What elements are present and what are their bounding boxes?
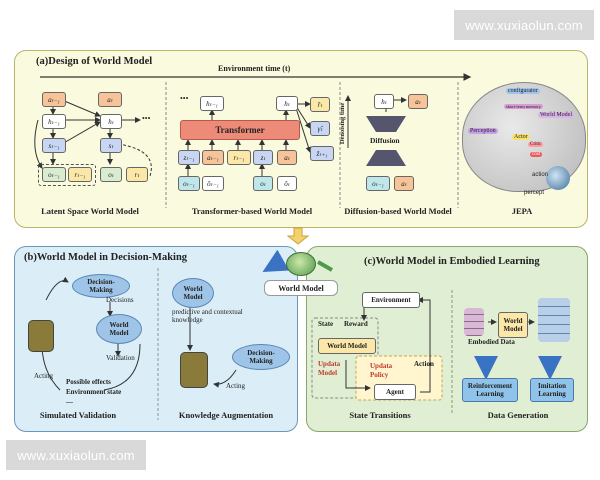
panel-a-title: (a)Design of World Model	[36, 56, 153, 67]
watermark-top: www.xuxiaolun.com	[454, 10, 594, 40]
action-label: Action	[414, 360, 434, 368]
transformer-h-cur: hₜ	[276, 96, 298, 111]
jepa-label-percept: percept	[524, 190, 545, 196]
latent-ellipsis: •••	[142, 114, 151, 123]
sim-env-state-label: Environment state	[66, 388, 122, 396]
update-model-label: Updata Model	[318, 360, 341, 377]
aug-world-model-cloud: World Model	[172, 278, 214, 308]
transformer-gamma-hat: γ̂ₜ	[310, 121, 330, 136]
watermark-bottom: www.xuxiaolun.com	[6, 440, 146, 470]
transformer-input-2: rₜ₋₁	[227, 150, 251, 165]
jepa-label-memory: short-term memory	[504, 104, 543, 109]
diffusion-a-bottom: aₜ	[394, 176, 414, 191]
robot-icon	[28, 320, 54, 352]
reward-label: Reward	[344, 320, 368, 328]
data-caption: Data Generation	[487, 410, 549, 420]
panel-c-title: (c)World Model in Embodied Learning	[364, 256, 540, 267]
data-world-model: World Model	[498, 312, 528, 338]
transformer-ellipsis: •••	[180, 94, 189, 103]
sim-validation-label: Validation	[106, 354, 135, 362]
earth-icon	[546, 166, 570, 190]
sim-acting-label: Acting	[34, 372, 54, 380]
update-policy-label: Updata Policy	[370, 362, 393, 379]
latent-s-cur: sₜ	[100, 138, 122, 153]
jepa-label-world-model: World Model	[538, 112, 575, 118]
diffusion-h: hₜ	[374, 94, 394, 109]
latent-caption: Latent Space World Model	[41, 206, 139, 216]
transformer-core: Transformer	[180, 120, 300, 140]
aug-caption: Knowledge Augmentation	[178, 410, 274, 420]
sim-world-model-cloud: World Model	[96, 314, 142, 344]
diffusion-core: Diffusion	[370, 136, 400, 145]
aug-decision-cloud: Decision- Making	[232, 344, 290, 370]
env-box: Environment	[362, 292, 420, 308]
states-caption: State Transitions	[349, 410, 411, 420]
latent-s-prev: sₜ₋₁	[42, 138, 66, 153]
diffusion-a-top: aₜ	[408, 94, 428, 109]
latent-a-cur: aₜ	[98, 92, 122, 107]
transformer-obs-3: ôₜ	[277, 176, 297, 191]
transformer-input-3: zₜ	[253, 150, 273, 165]
state-world-model: World Model	[318, 338, 376, 354]
jepa-label-configurator: configurator	[506, 88, 540, 94]
transformer-obs-1: ôₜ₋₁	[202, 176, 224, 191]
latent-h-prev: hₜ₋₁	[42, 114, 66, 129]
jepa-label-critic: Critic	[528, 142, 544, 147]
transformer-input-4: aₜ	[277, 150, 297, 165]
sim-effects-label: Possible effects	[66, 378, 111, 386]
transformer-z-hat: ẑₜ₊₁	[310, 146, 334, 161]
robot-icon-2	[180, 352, 208, 388]
transformer-obs-0: oₜ₋₁	[178, 176, 200, 191]
sim-decision-cloud: Decision- Making	[72, 274, 130, 298]
state-label: State	[318, 320, 334, 328]
transformer-h-prev: hₜ₋₁	[200, 96, 224, 111]
jepa-label-cost: cost	[530, 152, 543, 157]
sim-decisions-label: Decisions	[106, 296, 134, 304]
latent-o-cur: oₜ	[100, 167, 122, 182]
transformer-input-1: aₜ₋₁	[202, 150, 224, 165]
data-stack-icon-right	[538, 298, 570, 342]
latent-a-prev: aₜ₋₁	[42, 92, 66, 107]
latent-o-prev: oₜ₋₁	[42, 167, 66, 182]
rl-box: Reinforcement Learning	[462, 378, 518, 402]
world-model-center-icon	[286, 252, 316, 276]
diffusion-o-prev: oₜ₋₁	[366, 176, 390, 191]
latent-r-cur: rₜ	[126, 167, 148, 182]
data-stack-icon-left	[464, 308, 484, 336]
sim-dash-label: —	[66, 398, 73, 406]
transformer-caption: Transformer-based World Model	[191, 206, 313, 216]
diffusion-caption: Diffusion-based World Model	[344, 206, 452, 216]
diffusion-axis-label: Denoising time	[339, 102, 347, 145]
sim-caption: Simulated Validation	[39, 410, 117, 420]
transformer-r-hat: r̂ₜ	[310, 97, 330, 112]
time-axis-label: Environment time (t)	[218, 64, 291, 73]
embodied-data-label: Embodied Data	[468, 338, 515, 346]
latent-h-cur: hₜ	[100, 114, 122, 129]
il-box: Imitation Learning	[530, 378, 574, 402]
latent-prev-group	[38, 164, 96, 186]
transformer-input-0: zₜ₋₁	[178, 150, 200, 165]
jepa-label-action: action	[532, 172, 549, 178]
aug-knowledge-label: predictive and contextual knowledge	[172, 308, 243, 324]
jepa-caption: JEPA	[511, 206, 533, 216]
agent-box: Agent	[374, 384, 416, 400]
jepa-label-actor: Actor	[512, 134, 530, 140]
transformer-obs-2: oₜ	[253, 176, 273, 191]
panel-b-title: (b)World Model in Decision-Making	[24, 252, 188, 263]
aug-acting-label: Acting	[226, 382, 246, 390]
panel-b	[14, 246, 298, 432]
latent-r-prev: rₜ₋₁	[68, 167, 92, 182]
jepa-label-perception: Perception	[468, 128, 498, 134]
center-label: World Model	[264, 280, 338, 296]
